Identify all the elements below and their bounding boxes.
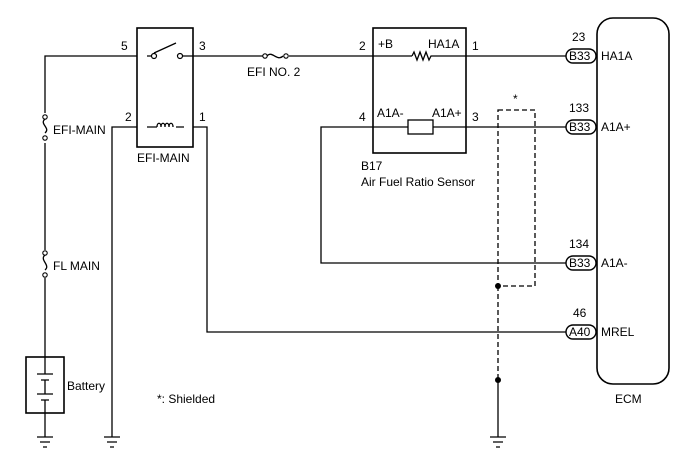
shield-junction-dot xyxy=(495,283,501,289)
sensor-pin-2: 2 xyxy=(359,39,366,53)
ecm-terminal-pin: 133 xyxy=(569,101,589,115)
ecm: ECM xyxy=(596,17,670,406)
sensor-pin-3: 3 xyxy=(472,110,479,124)
ecm-terminal-a1a-minus: B33 134 A1A- xyxy=(565,237,628,271)
ecm-terminal-pin: 23 xyxy=(572,30,586,44)
ecm-terminal-pin: 134 xyxy=(569,237,589,251)
efi-main-relay-label: EFI-MAIN xyxy=(137,151,190,165)
relay-pin-2: 2 xyxy=(125,110,132,124)
ecm-terminal-signal: HA1A xyxy=(601,49,632,63)
relay-pin-1: 1 xyxy=(199,110,206,124)
relay-pin-3: 3 xyxy=(199,39,206,53)
ecm-terminal-connector: B33 xyxy=(569,256,591,270)
efi-main-fuse-label: EFI-MAIN xyxy=(53,123,106,137)
ecm-terminal-a1a-plus: B33 133 A1A+ xyxy=(565,101,631,135)
ecm-terminal-mrel: A40 46 MREL xyxy=(565,306,635,340)
battery-label: Battery xyxy=(67,379,105,393)
ground-symbol-relay xyxy=(104,436,120,448)
ecm-terminal-signal: MREL xyxy=(601,325,635,339)
shield-marker: * xyxy=(513,92,518,106)
cable-shield: * xyxy=(495,92,536,383)
ecm-terminal-ha1a: B33 23 HA1A xyxy=(565,30,632,64)
wires xyxy=(44,55,568,437)
sensor-a1a-plus-label: A1A+ xyxy=(432,106,462,120)
efi-no2-fuse-label: EFI NO. 2 xyxy=(247,65,301,79)
ground-symbol-shield xyxy=(490,436,506,448)
air-fuel-ratio-sensor: +B HA1A A1A- A1A+ 2 1 4 3 B17 Air Fuel R… xyxy=(359,27,479,189)
efi-main-relay: 5 3 2 1 EFI-MAIN xyxy=(121,27,206,165)
ecm-terminal-pin: 46 xyxy=(573,306,587,320)
relay-pin-5: 5 xyxy=(121,39,128,53)
fl-main-fuse-label: FL MAIN xyxy=(53,259,100,273)
ecm-terminal-connector: A40 xyxy=(569,325,591,339)
ecm-terminal-signal: A1A- xyxy=(601,256,628,270)
ecm-terminal-connector: B33 xyxy=(569,49,591,63)
efi-main-fuse: EFI-MAIN xyxy=(42,114,106,141)
ecm-terminal-signal: A1A+ xyxy=(601,120,631,134)
ecm-label: ECM xyxy=(615,392,642,406)
shielded-note: *: Shielded xyxy=(157,392,215,406)
sensor-ha1a-label: HA1A xyxy=(428,37,459,51)
shield-ground-junction-dot xyxy=(495,377,501,383)
sensor-pin-4: 4 xyxy=(359,110,366,124)
sensor-plus-b-label: +B xyxy=(378,37,393,51)
sensor-code: B17 xyxy=(361,159,383,173)
sensor-pin-1: 1 xyxy=(472,39,479,53)
fl-main-fuse: FL MAIN xyxy=(42,250,100,278)
sensor-name: Air Fuel Ratio Sensor xyxy=(361,175,475,189)
sensor-a1a-minus-label: A1A- xyxy=(377,106,404,120)
ground-symbol-battery xyxy=(37,436,53,448)
ecm-terminal-connector: B33 xyxy=(569,120,591,134)
efi-no2-fuse: EFI NO. 2 xyxy=(247,53,301,79)
battery: Battery xyxy=(25,356,105,414)
